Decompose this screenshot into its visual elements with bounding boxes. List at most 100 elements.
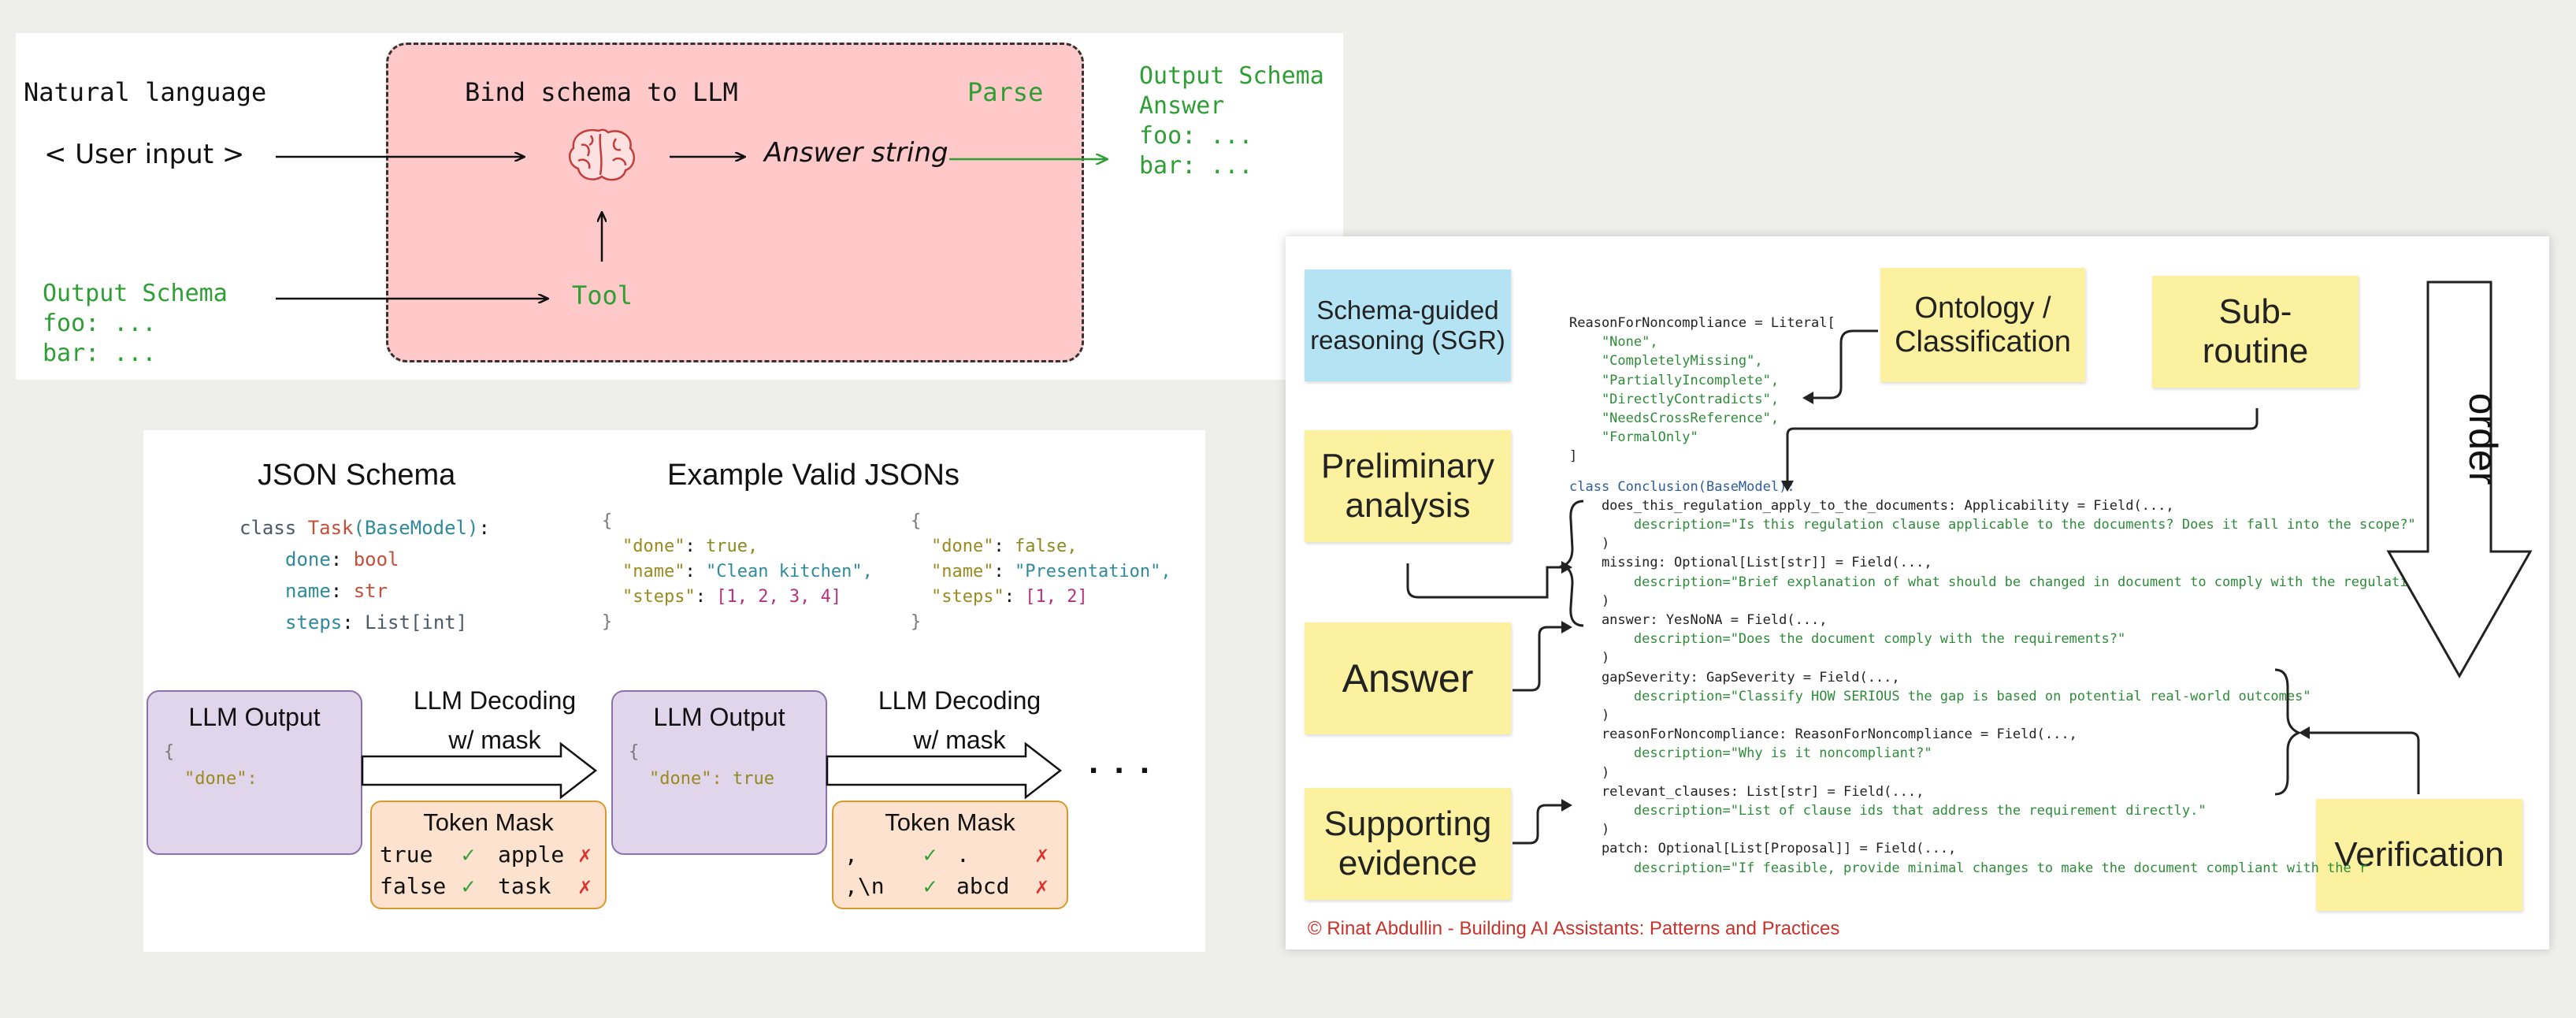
schema-code: class Task(BaseModel): done: bool name: … bbox=[239, 517, 490, 633]
decoding-line-2: w/ mask bbox=[448, 726, 541, 754]
brace-verification bbox=[2274, 668, 2302, 796]
code-line: answer: YesNoNA = Field(..., bbox=[1569, 612, 1828, 628]
output-schema-right-bar: bar: ... bbox=[1139, 152, 1253, 180]
code-line: ] bbox=[1569, 448, 1578, 465]
brain-icon bbox=[568, 128, 636, 181]
decoding-label-2: LLM Decoding w/ mask bbox=[867, 681, 1052, 760]
example-json-2: { "done": false, "name": "Presentation",… bbox=[911, 509, 1171, 635]
output-schema-left-title: Output Schema bbox=[43, 280, 228, 307]
code-line: ) bbox=[1569, 822, 1610, 838]
note-answer-text: Answer bbox=[1342, 656, 1474, 700]
output-schema-right-foo: foo: ... bbox=[1139, 122, 1253, 150]
json-value: "Presentation", bbox=[1014, 562, 1171, 581]
code-line: ReasonForNoncompliance = Literal[ bbox=[1569, 315, 1835, 331]
code-colon: : bbox=[478, 517, 490, 539]
allowed-mark: ✓ bbox=[923, 842, 937, 868]
user-input-label: < User input > bbox=[44, 139, 245, 170]
code-line: ) bbox=[1569, 536, 1610, 552]
examples-title: Example Valid JSONs bbox=[667, 459, 960, 492]
json-schema-title: JSON Schema bbox=[258, 459, 456, 492]
token-mask-box-1: Token Mask true ✓ apple ✗ false ✓ task ✗ bbox=[370, 801, 607, 909]
allowed-mark: ✓ bbox=[462, 842, 475, 868]
llm-output-title: LLM Output bbox=[188, 703, 321, 731]
code-line: "None", bbox=[1569, 334, 1658, 351]
output-schema-right-title: Output Schema bbox=[1139, 62, 1324, 90]
order-text: order bbox=[2461, 392, 2505, 485]
llm-output-title: LLM Output bbox=[653, 703, 785, 731]
note-ontology: Ontology / Classification bbox=[1880, 268, 2085, 382]
code-keyword: class bbox=[239, 517, 297, 539]
code-line: ) bbox=[1569, 708, 1610, 723]
code-class-name: Task bbox=[307, 517, 354, 539]
tool-label: Tool bbox=[572, 281, 633, 310]
brace-close: } bbox=[602, 612, 613, 632]
field-type: str bbox=[353, 580, 388, 602]
bind-schema-label: Bind schema to LLM bbox=[465, 77, 738, 107]
note-preliminary-text: Preliminary analysis bbox=[1320, 447, 1495, 525]
json-key: "steps" bbox=[931, 587, 1004, 607]
output-schema-right-answer: Answer bbox=[1139, 92, 1225, 120]
field-type: List[int] bbox=[365, 611, 468, 633]
code-line: "PartiallyIncomplete", bbox=[1569, 372, 1780, 388]
json-value: true bbox=[732, 769, 774, 789]
decoding-line-1: LLM Decoding bbox=[413, 686, 577, 715]
sgr-panel: Schema-guided reasoning (SGR) Preliminar… bbox=[1286, 236, 2549, 949]
code-line: relevant_clauses: List[str] = Field(..., bbox=[1569, 783, 1925, 800]
parse-label: Parse bbox=[967, 77, 1044, 107]
json-key: "done": bbox=[184, 769, 258, 789]
decoding-label-1: LLM Decoding w/ mask bbox=[402, 681, 588, 760]
arrow-ontology bbox=[1802, 329, 1878, 404]
token: false bbox=[380, 873, 447, 899]
code-line: "DirectlyContradicts", bbox=[1569, 391, 1780, 407]
code-line: description="Does the document comply wi… bbox=[1569, 631, 2126, 648]
json-value: "Clean kitchen", bbox=[705, 562, 873, 581]
code-line: "NeedsCrossReference", bbox=[1569, 411, 1780, 426]
field-name: steps bbox=[285, 611, 343, 633]
pipeline-arrows bbox=[276, 128, 1343, 380]
brace-open: { bbox=[911, 511, 922, 531]
ellipsis: . . . bbox=[1089, 742, 1153, 781]
code-line: ) bbox=[1569, 764, 1610, 781]
json-key: "name" bbox=[931, 562, 994, 581]
token-mask-box-2: Token Mask , ✓ . ✗ ,\n ✓ abcd ✗ bbox=[832, 801, 1068, 909]
note-preliminary: Preliminary analysis bbox=[1305, 430, 1511, 542]
llm-output-box-1: LLM Output { "done": bbox=[147, 690, 362, 855]
code-line: description="If feasible, provide minima… bbox=[1569, 860, 2368, 876]
json-value: true, bbox=[705, 537, 759, 556]
blocked-mark: ✗ bbox=[578, 842, 592, 868]
sgr-arrows bbox=[1406, 281, 2533, 845]
json-value: [1, 2, 3, 4] bbox=[716, 587, 842, 607]
field-type: bool bbox=[353, 548, 399, 570]
note-subroutine-text: Sub- routine bbox=[2202, 292, 2309, 370]
code-line: description="List of clause ids that add… bbox=[1569, 803, 2207, 819]
field-name: done bbox=[285, 548, 331, 570]
order-arrow bbox=[2386, 281, 2533, 679]
blocked-mark: ✗ bbox=[1035, 873, 1049, 899]
code-line: ) bbox=[1569, 650, 1610, 667]
code-line: ) bbox=[1569, 593, 1610, 609]
note-subroutine: Sub- routine bbox=[2152, 276, 2359, 388]
code-line: description="Is this regulation clause a… bbox=[1569, 517, 2416, 533]
mask-row: true bbox=[380, 842, 432, 868]
json-key: "done" bbox=[931, 537, 994, 556]
bind-schema-box bbox=[386, 43, 1084, 362]
code-line: "CompletelyMissing", bbox=[1569, 353, 1763, 370]
output-schema-left-bar: bar: ... bbox=[43, 340, 157, 367]
brace-preliminary bbox=[1559, 500, 1584, 627]
note-supporting-evidence: Supporting evidence bbox=[1305, 788, 1511, 900]
blocked-mark: ✗ bbox=[1035, 842, 1049, 868]
allowed-mark: ✓ bbox=[462, 873, 475, 899]
allowed-mark: ✓ bbox=[923, 873, 937, 899]
order-label: order bbox=[2459, 378, 2507, 504]
code-line: missing: Optional[List[str]] = Field(...… bbox=[1569, 555, 1932, 571]
code-line: does_this_regulation_apply_to_the_docume… bbox=[1569, 497, 2174, 514]
json-value: false, bbox=[1014, 537, 1078, 556]
llm-output-box-2: LLM Output { "done": true bbox=[611, 690, 827, 855]
token: task bbox=[498, 873, 551, 899]
note-answer: Answer bbox=[1305, 622, 1511, 734]
json-key: "done": bbox=[649, 769, 722, 789]
arrow-subroutine bbox=[1781, 408, 2259, 492]
token: ,\n bbox=[844, 873, 885, 899]
token-mask-title: Token Mask bbox=[885, 808, 1015, 836]
brace-open: { bbox=[602, 511, 613, 531]
